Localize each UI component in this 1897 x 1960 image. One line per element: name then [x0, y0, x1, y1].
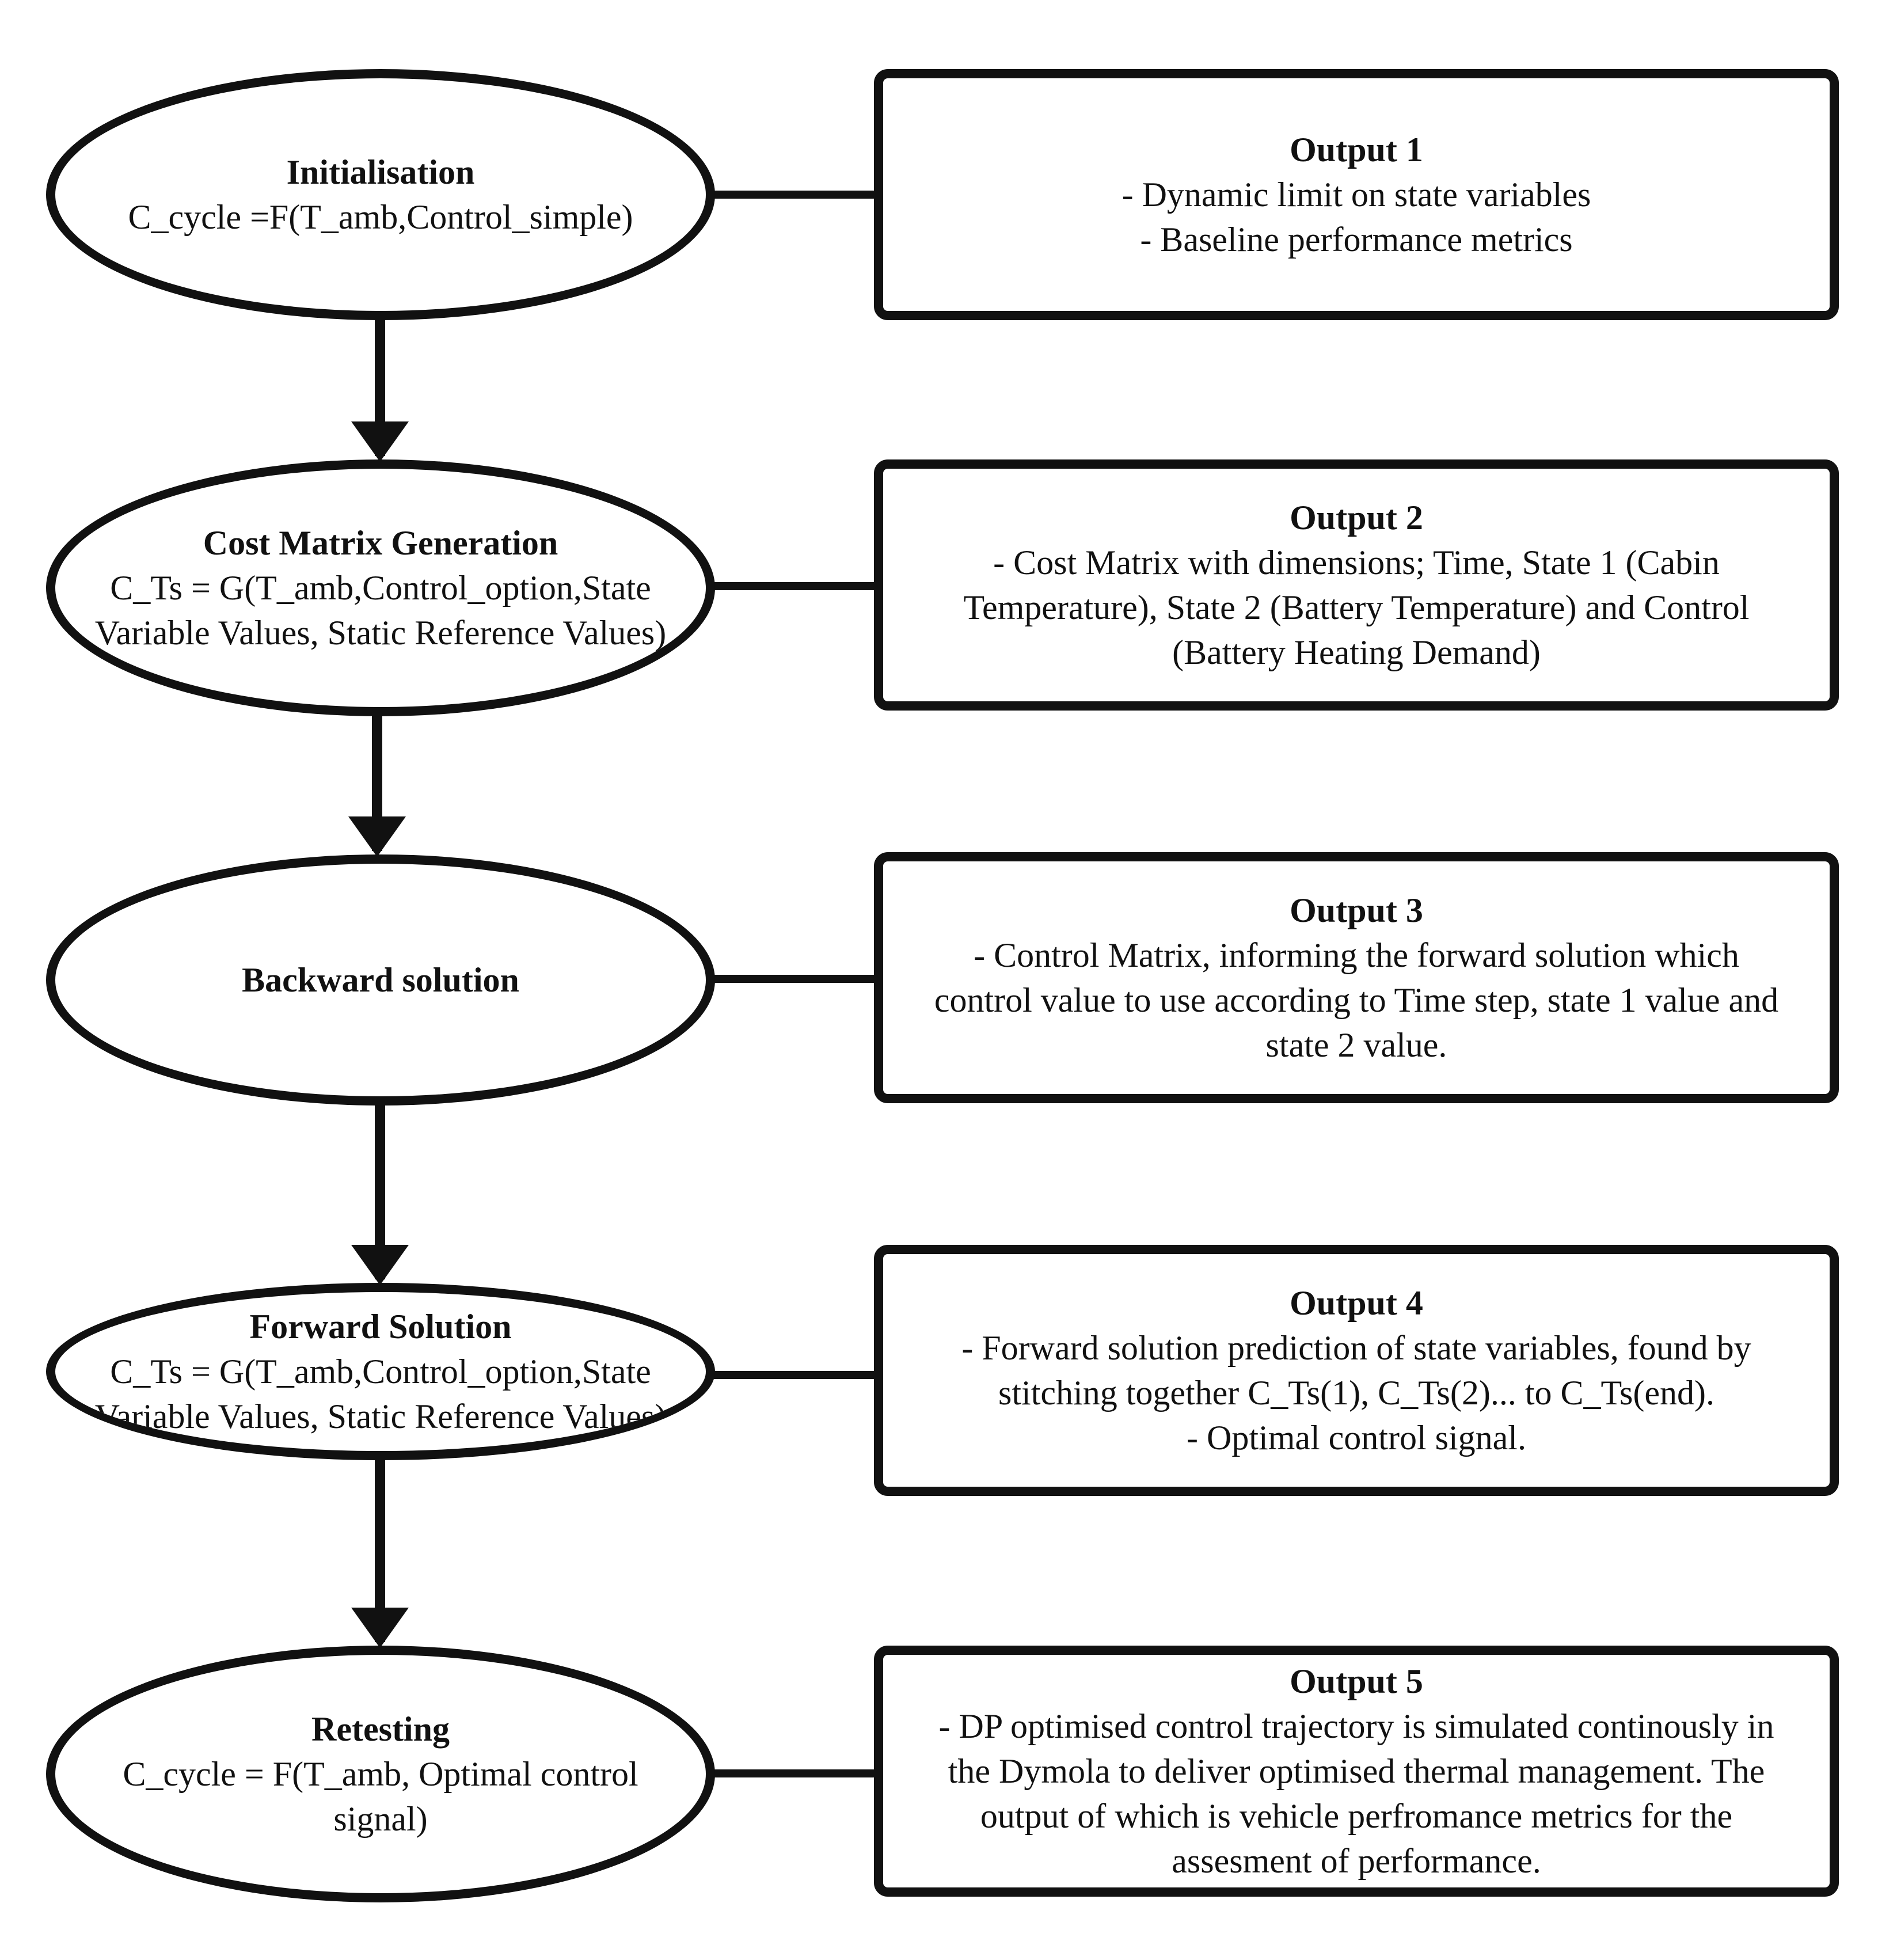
output-title: Output 3: [1290, 891, 1423, 929]
output-line: stitching together C_Ts(1), C_Ts(2)... t…: [998, 1374, 1714, 1412]
step-title: Backward solution: [242, 961, 519, 999]
step-forward-solution: Forward Solution C_Ts = G(T_amb,Control_…: [46, 1283, 715, 1460]
output-line: - Control Matrix, informing the forward …: [974, 936, 1739, 974]
output-line: Temperature), State 2 (Battery Temperatu…: [963, 588, 1750, 626]
step-line: C_cycle = F(T_amb, Optimal control: [123, 1755, 638, 1793]
step-line: C_Ts = G(T_amb,Control_option,State: [110, 569, 651, 607]
output-3-box: Output 3 - Control Matrix, informing the…: [874, 852, 1839, 1103]
step-line: C_cycle =F(T_amb,Control_simple): [128, 198, 633, 236]
step-title: Initialisation: [286, 153, 475, 191]
output-line: the Dymola to deliver optimised thermal …: [948, 1752, 1765, 1790]
output-line: - DP optimised control trajectory is sim…: [938, 1707, 1774, 1745]
step-retesting: Retesting C_cycle = F(T_amb, Optimal con…: [46, 1646, 715, 1902]
output-title: Output 5: [1290, 1662, 1423, 1700]
output-line: - Forward solution prediction of state v…: [961, 1329, 1751, 1367]
step-title: Cost Matrix Generation: [203, 524, 558, 562]
output-line: output of which is vehicle perfromance m…: [980, 1797, 1733, 1835]
output-5-box: Output 5 - DP optimised control trajecto…: [874, 1646, 1839, 1897]
step-initialisation: Initialisation C_cycle =F(T_amb,Control_…: [46, 69, 715, 320]
step-title: Retesting: [311, 1710, 450, 1748]
step-line: C_Ts = G(T_amb,Control_option,State: [110, 1353, 651, 1391]
output-2-box: Output 2 - Cost Matrix with dimensions; …: [874, 459, 1839, 711]
output-line: (Battery Heating Demand): [1172, 633, 1541, 671]
step-line: signal): [333, 1800, 428, 1838]
output-title: Output 4: [1290, 1284, 1423, 1322]
output-line: control value to use according to Time s…: [934, 981, 1779, 1019]
step-line: Variable Values, Static Reference Values…: [94, 614, 667, 652]
output-line: - Baseline performance metrics: [1140, 221, 1573, 259]
output-4-box: Output 4 - Forward solution prediction o…: [874, 1245, 1839, 1496]
output-line: - Dynamic limit on state variables: [1122, 176, 1591, 214]
output-title: Output 1: [1290, 131, 1423, 169]
output-line: state 2 value.: [1265, 1026, 1447, 1064]
output-line: - Cost Matrix with dimensions; Time, Sta…: [993, 544, 1720, 582]
step-title: Forward Solution: [249, 1308, 512, 1346]
step-cost-matrix-generation: Cost Matrix Generation C_Ts = G(T_amb,Co…: [46, 459, 715, 716]
output-line: - Optimal control signal.: [1187, 1419, 1526, 1457]
step-line: Variable Values, Static Reference Values…: [94, 1397, 667, 1435]
output-line: assesment of performance.: [1172, 1842, 1541, 1880]
step-backward-solution: Backward solution: [46, 854, 715, 1106]
output-title: Output 2: [1290, 499, 1423, 537]
output-1-box: Output 1 - Dynamic limit on state variab…: [874, 69, 1839, 320]
